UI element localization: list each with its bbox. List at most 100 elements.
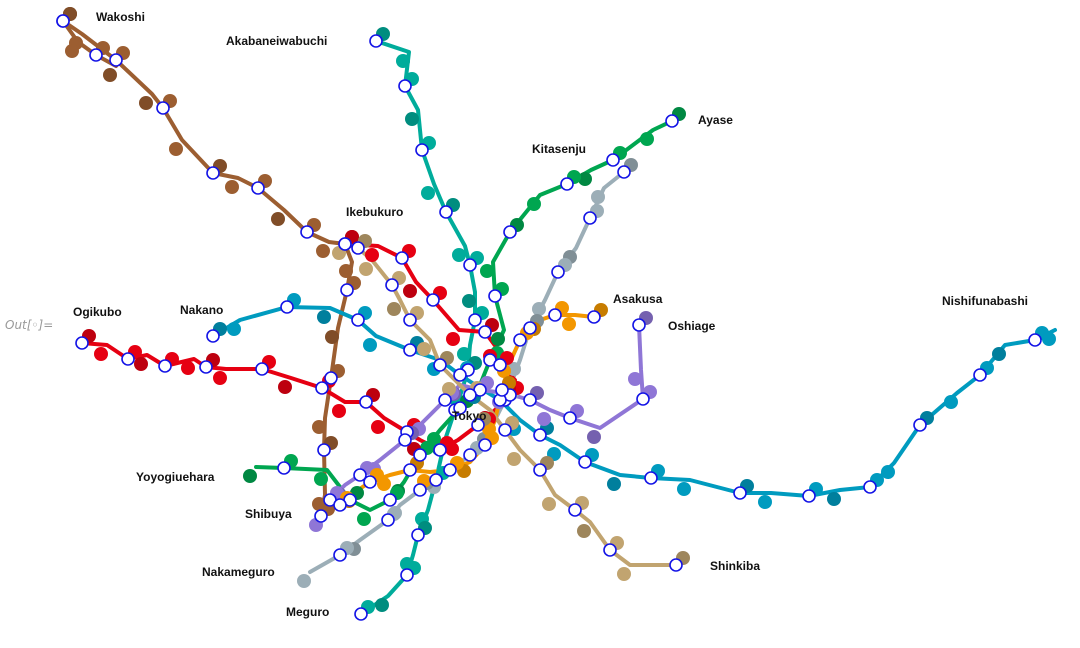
label-oshiage: Oshiage <box>668 319 716 333</box>
station-dot <box>562 317 576 331</box>
station-ring <box>353 468 367 482</box>
station-ring <box>315 381 329 395</box>
station-dot <box>65 44 79 58</box>
output-cell-label: Out[◦]= <box>5 318 54 332</box>
station-dot <box>881 465 895 479</box>
station-ring <box>617 165 631 179</box>
station-ring <box>463 388 477 402</box>
station-ring <box>156 101 170 115</box>
station-dot <box>134 357 148 371</box>
station-ring <box>403 463 417 477</box>
station-ring <box>109 53 123 67</box>
station-ring <box>665 114 679 128</box>
station-ring <box>493 358 507 372</box>
station-ring <box>563 411 577 425</box>
label-yoyogiuehara: Yoyogiuehara <box>136 470 215 484</box>
station-dot <box>1042 332 1056 346</box>
label-kitasenju: Kitasenju <box>532 142 586 156</box>
station-ring <box>351 241 365 255</box>
station-ring <box>523 321 537 335</box>
line-edge-namboku <box>359 39 477 616</box>
station-ring <box>551 265 565 279</box>
line-edge-tozai <box>211 305 1057 498</box>
station-ring <box>199 360 213 374</box>
station-dot <box>532 302 546 316</box>
station-ring <box>411 528 425 542</box>
station-dot <box>542 497 556 511</box>
station-ring <box>503 225 517 239</box>
station-ring <box>280 300 294 314</box>
station-dot <box>445 442 459 456</box>
station-ring <box>438 393 452 407</box>
station-dot <box>442 382 456 396</box>
station-ring <box>354 607 368 621</box>
station-ring <box>369 34 383 48</box>
label-nakameguro: Nakameguro <box>202 565 275 579</box>
station-ring <box>413 483 427 497</box>
label-shibuya: Shibuya <box>245 507 292 521</box>
station-ring <box>429 473 443 487</box>
station-dot <box>325 330 339 344</box>
station-ring <box>439 205 453 219</box>
station-ring <box>403 313 417 327</box>
station-ring <box>359 395 373 409</box>
label-ikebukuro: Ikebukuro <box>346 205 403 219</box>
station-dot <box>537 412 551 426</box>
station-ring <box>398 79 412 93</box>
station-ring <box>383 493 397 507</box>
station-dot <box>359 262 373 276</box>
station-ring <box>733 486 747 500</box>
station-ring <box>632 318 646 332</box>
station-ring <box>973 368 987 382</box>
station-dot <box>316 244 330 258</box>
station-dot <box>339 264 353 278</box>
station-ring <box>495 383 509 397</box>
station-ring <box>324 371 338 385</box>
station-ring <box>385 278 399 292</box>
station-ring <box>513 333 527 347</box>
station-ring <box>75 336 89 350</box>
station-ring <box>468 313 482 327</box>
station-ring <box>206 329 220 343</box>
station-dot <box>992 347 1006 361</box>
station-ring <box>89 48 103 62</box>
station-dot <box>405 112 419 126</box>
station-ring <box>433 358 447 372</box>
station-ring <box>333 498 347 512</box>
station-dot <box>417 342 431 356</box>
station-ring <box>453 368 467 382</box>
station-ring <box>398 433 412 447</box>
station-dot <box>297 574 311 588</box>
station-dot <box>628 372 642 386</box>
label-ayase: Ayase <box>698 113 733 127</box>
station-dot <box>677 482 691 496</box>
station-ring <box>300 225 314 239</box>
station-ring <box>669 558 683 572</box>
station-ring <box>533 428 547 442</box>
station-ring <box>158 359 172 373</box>
label-nakano: Nakano <box>180 303 223 317</box>
station-dot <box>332 404 346 418</box>
station-dot <box>227 322 241 336</box>
station-ring <box>463 258 477 272</box>
station-ring <box>548 308 562 322</box>
station-ring <box>523 393 537 407</box>
station-ring <box>317 443 331 457</box>
station-dot <box>94 347 108 361</box>
station-ring <box>351 313 365 327</box>
station-ring <box>338 237 352 251</box>
label-ogikubo: Ogikubo <box>73 305 122 319</box>
station-ring <box>363 475 377 489</box>
station-ring <box>415 143 429 157</box>
station-ring <box>453 401 467 415</box>
station-dot <box>365 248 379 262</box>
label-wakoshi: Wakoshi <box>96 10 145 24</box>
station-dot <box>314 472 328 486</box>
station-ring <box>478 325 492 339</box>
station-ring <box>471 418 485 432</box>
station-ring <box>802 489 816 503</box>
station-dot <box>591 190 605 204</box>
station-ring <box>644 471 658 485</box>
station-ring <box>606 153 620 167</box>
